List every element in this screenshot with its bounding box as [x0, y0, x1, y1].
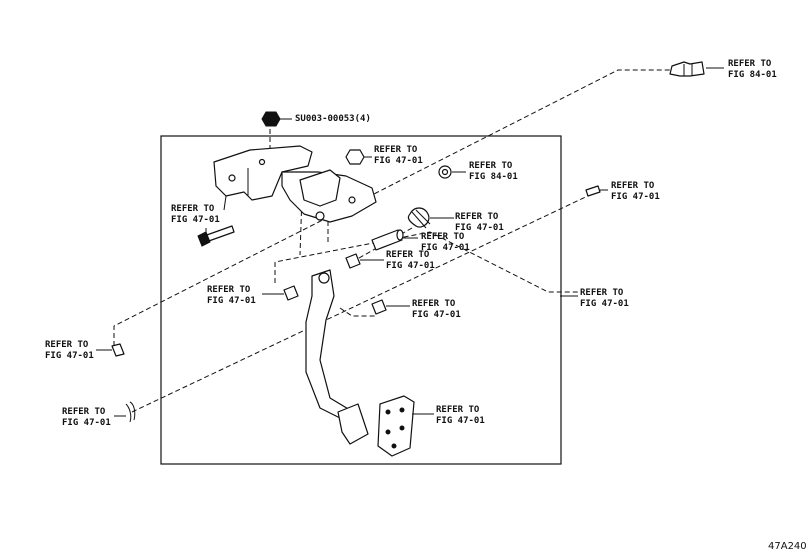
ref-line-mid [274, 231, 578, 293]
svg-text:FIG 47-01: FIG 47-01 [580, 299, 629, 309]
callout-c11[interactable]: REFER TO FIG 47-01 [412, 299, 461, 320]
svg-text:REFER TO: REFER TO [207, 285, 251, 295]
svg-text:REFER TO: REFER TO [374, 145, 418, 155]
svg-text:REFER TO: REFER TO [45, 340, 89, 350]
svg-text:FIG 47-01: FIG 47-01 [412, 310, 461, 320]
ref-line-top [113, 69, 672, 346]
svg-text:REFER TO: REFER TO [611, 181, 655, 191]
ref-line-clip [339, 307, 376, 317]
nut-top [261, 111, 281, 127]
spring [407, 207, 431, 229]
ref-line-right [131, 192, 595, 413]
nut-bracket [345, 149, 365, 165]
svg-text:FIG 47-01: FIG 47-01 [45, 351, 94, 361]
callout-c14[interactable]: REFER TO FIG 47-01 [436, 405, 485, 426]
callout-c9[interactable]: REFER TO FIG 47-01 [580, 288, 629, 309]
callout-c2[interactable]: REFER TO FIG 47-01 [374, 145, 423, 166]
callout-c5[interactable]: REFER TO FIG 47-01 [171, 204, 220, 225]
svg-text:FIG 47-01: FIG 47-01 [611, 192, 660, 202]
svg-text:FIG 47-01: FIG 47-01 [374, 156, 423, 166]
svg-text:FIG 47-01: FIG 47-01 [421, 243, 470, 253]
svg-text:FIG 47-01: FIG 47-01 [436, 416, 485, 426]
bushing-lower [283, 285, 299, 301]
svg-text:FIG 47-01: FIG 47-01 [207, 296, 256, 306]
callout-c8[interactable]: REFER TO FIG 47-01 [386, 250, 435, 271]
small-bolt-left [111, 343, 125, 357]
pedal-bracket [213, 145, 377, 223]
leader-lines [96, 67, 724, 417]
svg-text:FIG 84-01: FIG 84-01 [728, 70, 777, 80]
pedal-pin [371, 229, 404, 251]
svg-text:REFER TO: REFER TO [62, 407, 106, 417]
svg-text:REFER TO: REFER TO [469, 161, 513, 171]
nut-side [438, 165, 452, 179]
pedal-pad [377, 395, 415, 457]
svg-text:FIG 47-01: FIG 47-01 [171, 215, 220, 225]
callout-c6[interactable]: REFER TO FIG 47-01 [455, 212, 504, 233]
cotter-pin [125, 401, 136, 423]
bushing-upper [345, 253, 361, 269]
part-code-label: SU003-00053(4) [295, 114, 371, 124]
callout-c1[interactable]: REFER TO FIG 84-01 [728, 59, 777, 80]
svg-text:FIG 84-01: FIG 84-01 [469, 172, 518, 182]
callout-c12[interactable]: REFER TO FIG 47-01 [45, 340, 94, 361]
assembly-frame [160, 135, 562, 465]
clip [371, 299, 387, 315]
svg-text:REFER TO: REFER TO [436, 405, 480, 415]
svg-text:REFER TO: REFER TO [421, 232, 465, 242]
callout-c4[interactable]: REFER TO FIG 47-01 [611, 181, 660, 202]
callout-c7[interactable]: REFER TO FIG 47-01 [421, 232, 470, 253]
callout-c10[interactable]: REFER TO FIG 47-01 [207, 285, 256, 306]
callout-c13[interactable]: REFER TO FIG 47-01 [62, 407, 111, 428]
bracket-bolt [197, 225, 235, 247]
svg-text:FIG 47-01: FIG 47-01 [62, 418, 111, 428]
figure-id: 47A240 [768, 541, 807, 552]
svg-text:REFER TO: REFER TO [386, 250, 430, 260]
svg-text:REFER TO: REFER TO [728, 59, 772, 69]
brake-pedal-lever [305, 269, 369, 445]
switch-connector [669, 61, 705, 77]
svg-text:FIG 47-01: FIG 47-01 [386, 261, 435, 271]
svg-text:REFER TO: REFER TO [580, 288, 624, 298]
callout-c3[interactable]: REFER TO FIG 84-01 [469, 161, 518, 182]
small-bolt-right [585, 185, 601, 197]
svg-text:FIG 47-01: FIG 47-01 [455, 223, 504, 233]
svg-text:REFER TO: REFER TO [171, 204, 215, 214]
svg-text:REFER TO: REFER TO [455, 212, 499, 222]
svg-text:REFER TO: REFER TO [412, 299, 456, 309]
